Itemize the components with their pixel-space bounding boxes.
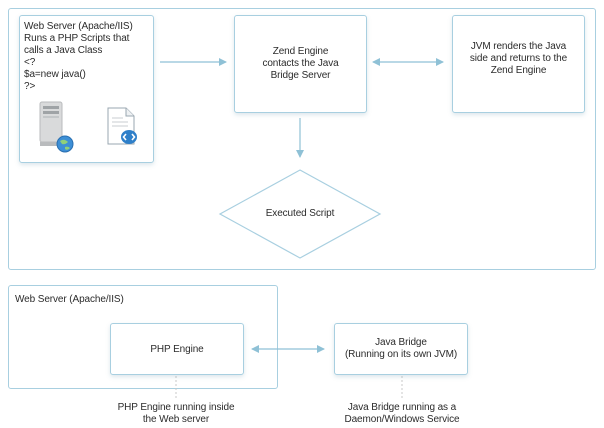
php-engine-label: PHP Engine	[150, 344, 204, 355]
web-server-box: Web Server (Apache/IIS) Runs a PHP Scrip…	[19, 15, 154, 163]
bridge-caption-line-2: Daemon/Windows Service	[344, 414, 460, 425]
php-engine-box: PHP Engine	[110, 323, 244, 375]
java-bridge-title: Java Bridge	[375, 337, 427, 348]
jvm-line-1: JVM renders the Java	[470, 41, 567, 52]
executed-script-diamond	[218, 169, 382, 259]
java-bridge-text: Java Bridge (Running on its own JVM)	[335, 337, 467, 361]
web-server-text: Web Server (Apache/IIS) Runs a PHP Scrip…	[24, 21, 133, 93]
server-icon	[39, 101, 63, 146]
bottom-container-title: Web Server (Apache/IIS)	[15, 294, 124, 305]
jvm-line-2: side and returns to the	[469, 53, 568, 64]
php-caption-line-2: the Web server	[142, 414, 210, 425]
java-bridge-box: Java Bridge (Running on its own JVM)	[334, 323, 468, 375]
web-server-desc-2: calls a Java Class	[24, 45, 103, 56]
code-open-tag: <?	[24, 57, 36, 68]
bridge-caption-line-1: Java Bridge running as a	[347, 402, 457, 413]
zend-engine-text: Zend Engine contacts the Java Bridge Ser…	[235, 46, 366, 82]
php-engine-caption: PHP Engine running inside the Web server	[96, 402, 256, 426]
php-caption-line-1: PHP Engine running inside	[117, 402, 235, 413]
web-server-title: Web Server (Apache/IIS)	[24, 21, 133, 32]
globe-icon	[56, 135, 74, 153]
code-statement: $a=new java()	[24, 69, 86, 80]
web-server-desc-1: Runs a PHP Scripts that	[24, 33, 130, 44]
java-bridge-caption: Java Bridge running as a Daemon/Windows …	[322, 402, 482, 426]
zend-engine-box: Zend Engine contacts the Java Bridge Ser…	[234, 15, 367, 113]
java-bridge-subtitle: (Running on its own JVM)	[344, 349, 458, 360]
jvm-text: JVM renders the Java side and returns to…	[453, 41, 584, 77]
code-close-tag: ?>	[24, 81, 36, 92]
jvm-line-3: Zend Engine	[490, 65, 547, 76]
executed-script-label: Executed Script	[265, 208, 335, 219]
jvm-box: JVM renders the Java side and returns to…	[452, 15, 585, 113]
zend-line-2: contacts the Java	[262, 58, 339, 69]
zend-line-3: Bridge Server	[270, 70, 331, 81]
code-brackets-icon	[121, 130, 137, 144]
zend-line-1: Zend Engine	[272, 46, 329, 57]
